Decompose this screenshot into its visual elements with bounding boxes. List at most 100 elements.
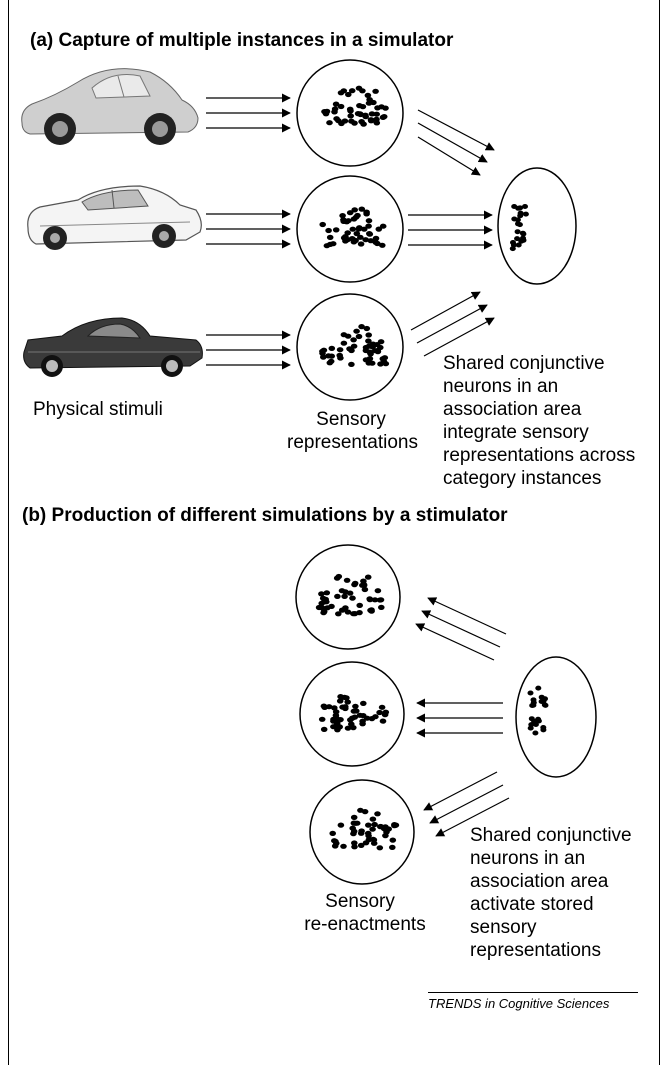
sensory-feature-dot bbox=[382, 833, 389, 839]
shared-neurons-b-line-1: Shared conjunctive bbox=[470, 825, 632, 846]
sensory-feature-dot bbox=[372, 235, 380, 241]
sensory-feature-dot bbox=[358, 119, 365, 125]
sensory-feature-dot bbox=[360, 700, 367, 707]
sensory-feature-dot bbox=[352, 703, 359, 709]
shared-neurons-a-line-6: category instances bbox=[443, 468, 602, 489]
sensory-feature-dot bbox=[362, 237, 370, 243]
conjunctive-neuron-dot bbox=[514, 229, 521, 235]
sensory-feature-dot bbox=[350, 216, 358, 222]
conjunctive-neuron-dot bbox=[542, 702, 549, 708]
sensory-feature-dot bbox=[370, 840, 378, 846]
shared-neurons-a-line-2: neurons in an bbox=[443, 376, 559, 397]
arrows-sensory-to-association-2 bbox=[408, 210, 493, 250]
sensory-feature-dot bbox=[374, 811, 381, 817]
shared-neurons-a-line-5: representations across bbox=[443, 445, 636, 466]
conjunctive-neuron-dot bbox=[532, 730, 539, 736]
sensory-feature-dot bbox=[372, 714, 379, 720]
conjunctive-neuron-dot bbox=[535, 716, 542, 722]
arrows-sensory-to-association-1 bbox=[417, 109, 495, 176]
sensory-feature-dot bbox=[343, 577, 351, 583]
sensory-feature-dot bbox=[340, 843, 347, 849]
sensory-feature-dot bbox=[369, 826, 376, 832]
sensory-feature-dot bbox=[340, 88, 348, 94]
dot-pattern-a3 bbox=[319, 324, 390, 367]
sensory-feature-dot bbox=[339, 213, 346, 219]
sensory-feature-dot bbox=[351, 580, 359, 587]
sensory-feature-dot bbox=[377, 339, 385, 345]
conjunctive-neuron-cluster-b bbox=[527, 685, 549, 736]
sensory-feature-dot bbox=[365, 338, 372, 344]
sensory-feature-dot bbox=[356, 103, 363, 109]
section-b-heading: (b) Production of different simulations … bbox=[22, 505, 508, 526]
sensory-feature-dot bbox=[369, 836, 377, 843]
sensory-feature-dot bbox=[333, 575, 341, 581]
sensory-feature-dot bbox=[364, 574, 372, 580]
conjunctive-neuron-dot bbox=[517, 205, 524, 211]
sensory-feature-dot bbox=[344, 699, 352, 705]
sensory-feature-dot bbox=[326, 360, 334, 366]
sensory-feature-dot bbox=[326, 234, 334, 240]
arrows-association-to-reenactment-2 bbox=[416, 698, 503, 738]
sensory-feature-dot bbox=[338, 607, 346, 613]
sensory-feature-dot bbox=[382, 361, 390, 367]
sensory-feature-dot bbox=[347, 717, 354, 723]
sensory-feature-dot bbox=[367, 238, 375, 244]
sensory-feature-dot bbox=[340, 332, 348, 338]
sensory-feature-dot bbox=[349, 825, 357, 831]
sensory-feature-dot bbox=[349, 595, 356, 601]
sensory-feature-dot bbox=[338, 588, 346, 594]
source-credit: TRENDS in Cognitive Sciences bbox=[428, 996, 610, 1011]
sensory-feature-dot bbox=[356, 602, 364, 609]
sensory-feature-dot bbox=[353, 328, 360, 334]
sensory-feature-dot bbox=[353, 231, 361, 237]
arrows-sensory-to-association-3 bbox=[410, 291, 495, 357]
sensory-feature-dot bbox=[379, 718, 387, 724]
sensory-feature-dot bbox=[332, 709, 340, 715]
sensory-reenactments-label-2: re-enactments bbox=[304, 914, 426, 935]
sensory-feature-dot bbox=[320, 726, 328, 733]
sensory-feature-dot bbox=[345, 91, 352, 98]
sensory-feature-dot bbox=[365, 360, 373, 366]
sensory-feature-dot bbox=[348, 118, 355, 124]
sensory-feature-dot bbox=[323, 243, 331, 249]
shared-neurons-a-line-3: association area bbox=[443, 399, 582, 420]
sensory-feature-dot bbox=[357, 842, 365, 849]
sensory-feature-dot bbox=[325, 704, 333, 710]
arrows-association-to-reenactment-1 bbox=[415, 597, 507, 661]
sensory-feature-dot bbox=[319, 595, 327, 601]
sensory-feature-dot bbox=[318, 716, 326, 722]
sensory-feature-dot bbox=[367, 351, 374, 357]
reenactment-circle-1 bbox=[295, 544, 401, 650]
sensory-feature-dot bbox=[358, 324, 365, 330]
arrows-stimuli-to-sensory-1 bbox=[206, 93, 291, 133]
sensory-feature-dot bbox=[334, 723, 341, 729]
sensory-feature-dot bbox=[354, 111, 362, 117]
conjunctive-neuron-dot bbox=[535, 685, 542, 691]
sensory-feature-dot bbox=[331, 705, 338, 711]
sensory-feature-dot bbox=[389, 837, 397, 843]
sensory-feature-dot bbox=[342, 238, 349, 244]
sensory-feature-dot bbox=[379, 223, 387, 229]
sensory-feature-dot bbox=[336, 352, 344, 358]
conjunctive-neuron-dot bbox=[529, 703, 536, 708]
sensory-feature-dot bbox=[350, 708, 358, 714]
sensory-feature-dot bbox=[371, 597, 379, 603]
conjunctive-neuron-dot bbox=[522, 204, 528, 209]
sensory-feature-dot bbox=[323, 108, 331, 114]
sensory-feature-dot bbox=[320, 609, 328, 615]
sensory-feature-dot bbox=[358, 206, 366, 212]
sensory-feature-dot bbox=[355, 333, 363, 340]
sensory-feature-dot bbox=[361, 586, 369, 593]
association-area-ellipse-a bbox=[497, 167, 577, 285]
sensory-feature-dot bbox=[351, 840, 358, 846]
conjunctive-neuron-dot bbox=[517, 213, 524, 219]
conjunctive-neuron-dot bbox=[511, 216, 518, 222]
sensory-feature-dot bbox=[371, 821, 378, 828]
conjunctive-neuron-dot bbox=[522, 211, 529, 217]
conjunctive-neuron-dot bbox=[528, 716, 535, 722]
sensory-feature-dot bbox=[357, 830, 365, 836]
sensory-feature-dot bbox=[382, 105, 389, 111]
sensory-feature-dot bbox=[342, 234, 349, 240]
conjunctive-neuron-dot bbox=[518, 238, 525, 244]
sensory-feature-dot bbox=[364, 92, 372, 98]
